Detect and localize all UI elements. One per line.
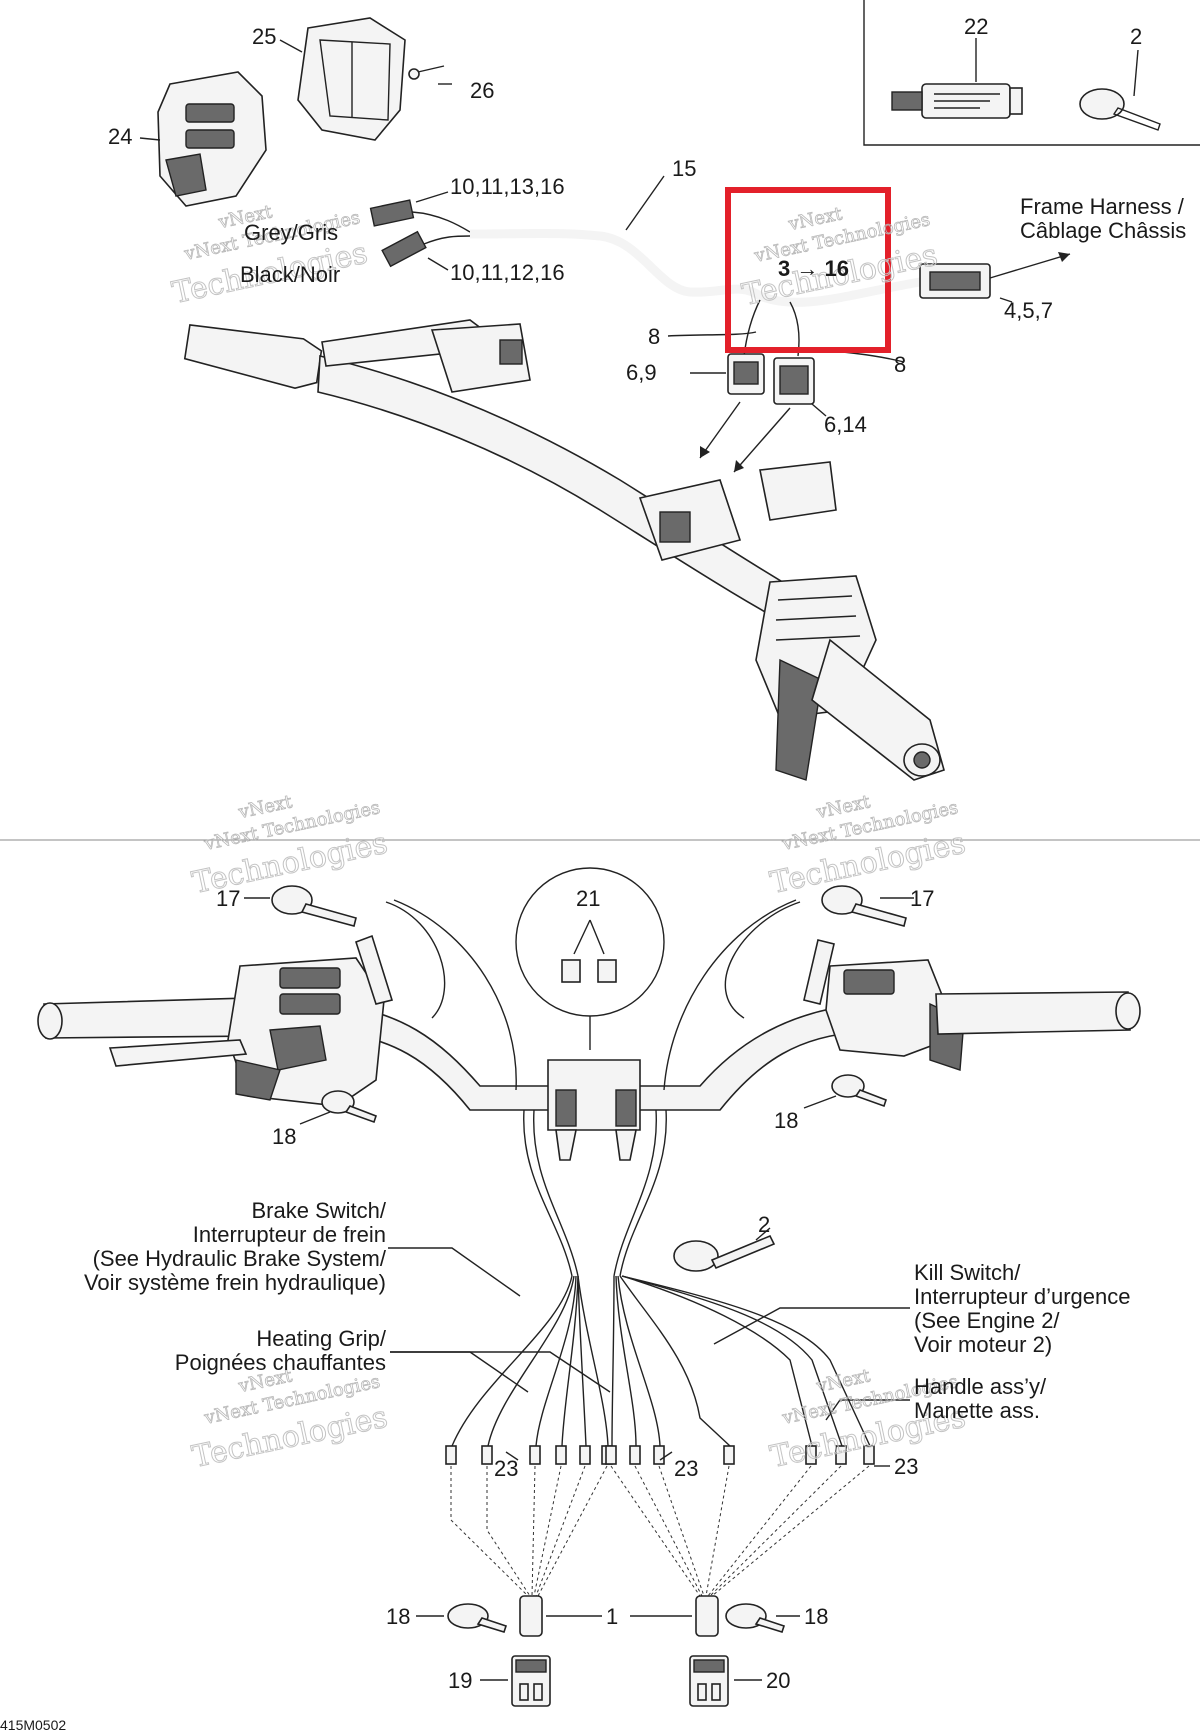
label-kill-4: Voir moteur 2) [914, 1332, 1052, 1357]
callout-2-top: 2 [1130, 24, 1142, 49]
cable-tie-icon [821, 885, 907, 927]
label-handle-1: Handle ass’y/ [914, 1374, 1047, 1399]
callout-25: 25 [252, 24, 276, 49]
callout-17-right: 17 [910, 886, 934, 911]
callout-22: 22 [964, 14, 988, 39]
callout-18-right: 18 [774, 1108, 798, 1133]
upper-handlebar [183, 319, 945, 781]
callout-23-a: 23 [494, 1456, 518, 1481]
label-brake-1: Brake Switch/ [252, 1198, 387, 1223]
callout-19: 19 [448, 1668, 472, 1693]
label-frame-harness-1: Frame Harness / [1020, 194, 1185, 219]
label-black: Black/Noir [240, 262, 340, 287]
callout-24: 24 [108, 124, 132, 149]
label-kill-3: (See Engine 2/ [914, 1308, 1060, 1333]
sealant-tube-icon [891, 83, 1023, 119]
callout-18-bottom-left: 18 [386, 1604, 410, 1629]
callout-23-c: 23 [894, 1454, 918, 1479]
callout-17-left: 17 [216, 886, 240, 911]
callout-18-left: 18 [272, 1124, 296, 1149]
label-brake-2: Interrupteur de frein [193, 1222, 386, 1247]
main-harness-cable [469, 229, 1071, 307]
cable-tie-icon [831, 1074, 888, 1108]
description-labels: Grey/Gris Black/Noir Frame Harness / Câb… [0, 194, 1186, 1733]
callout-8-right: 8 [894, 352, 906, 377]
label-heating-1: Heating Grip/ [256, 1326, 387, 1351]
cable-tie-icon [725, 1603, 786, 1633]
callout-6-14: 6,14 [824, 412, 867, 437]
highlight-box [725, 187, 891, 353]
label-grey: Grey/Gris [244, 220, 338, 245]
callout-21: 21 [576, 886, 600, 911]
label-brake-4: Voir système frein hydraulique) [84, 1270, 386, 1295]
callout-23-b: 23 [674, 1456, 698, 1481]
wire-bundles [445, 1109, 875, 1707]
wire-terminals [445, 1445, 875, 1465]
callout-10-11-13-16: 10,11,13,16 [450, 174, 565, 199]
label-heating-2: Poignées chauffantes [175, 1350, 386, 1375]
label-kill-1: Kill Switch/ [914, 1260, 1021, 1285]
handlebar-connectors [369, 199, 471, 268]
label-kill-2: Interrupteur d’urgence [914, 1284, 1130, 1309]
callout-4-5-7: 4,5,7 [1004, 298, 1053, 323]
cable-tie-icon [271, 885, 357, 927]
label-leaders [388, 1247, 910, 1467]
cable-tie-icon [447, 1603, 508, 1633]
callout-6-9: 6,9 [626, 360, 657, 385]
cable-tie-icon [1079, 88, 1161, 131]
callout-8-left: 8 [648, 324, 660, 349]
cable-tie-icon [673, 1234, 776, 1272]
callout-3-16: 3 → 16 [778, 256, 849, 281]
callout-15: 15 [672, 156, 696, 181]
callout-10-11-12-16: 10,11,12,16 [450, 260, 565, 285]
callout-20: 20 [766, 1668, 790, 1693]
cable-ties [244, 885, 914, 1633]
switch-housing-assembly [157, 17, 445, 207]
label-handle-2: Manette ass. [914, 1398, 1040, 1423]
inset-box [863, 0, 1200, 146]
callout-18-bottom-right: 18 [804, 1604, 828, 1629]
lower-handlebar [37, 867, 1141, 1161]
dotted-routing [450, 1465, 870, 1597]
callout-1: 1 [606, 1604, 618, 1629]
label-frame-harness-2: Câblage Châssis [1020, 218, 1186, 243]
cable-tie-icon [321, 1090, 378, 1124]
callout-2-mid: 2 [758, 1212, 770, 1237]
label-brake-3: (See Hydraulic Brake System/ [93, 1246, 387, 1271]
callout-numbers: 25 26 24 22 2 15 10,11,13,16 10,11,12,16… [108, 14, 1142, 1693]
sub-connectors [699, 299, 815, 473]
figure-code: 415M0502 [0, 1717, 66, 1733]
callout-26: 26 [470, 78, 494, 103]
